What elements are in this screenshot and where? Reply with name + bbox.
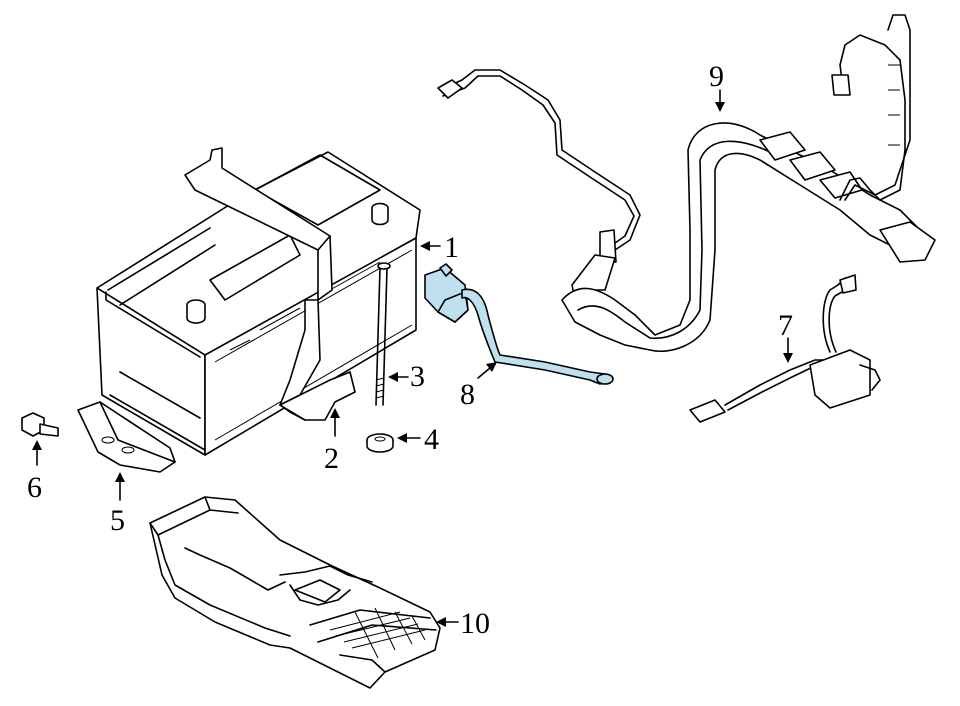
- part-6-bolt[interactable]: [21, 412, 59, 437]
- hold-down-bracket: [184, 147, 333, 406]
- callout-labels: 1 2 3 4 5 6 7 8 9 10: [27, 60, 793, 640]
- part-9-cable-harness[interactable]: [437, 14, 936, 352]
- part-3-hold-down-rod[interactable]: [375, 262, 391, 406]
- callout-9: 9: [709, 60, 724, 93]
- part-5-bracket[interactable]: [77, 401, 176, 473]
- callout-3: 3: [410, 360, 425, 393]
- callout-8: 8: [460, 378, 475, 411]
- part-4-nut[interactable]: [366, 433, 394, 453]
- callout-4: 4: [424, 423, 439, 456]
- part-10-battery-tray[interactable]: [149, 496, 441, 689]
- callout-5: 5: [110, 504, 125, 537]
- callout-2: 2: [324, 442, 339, 475]
- callout-10: 10: [460, 607, 490, 640]
- callout-7: 7: [778, 309, 793, 342]
- part-2-bracket[interactable]: [279, 371, 356, 421]
- callout-6: 6: [27, 471, 42, 504]
- callout-leaders: [32, 89, 793, 627]
- part-8-battery-sensor[interactable]: [424, 263, 614, 385]
- part-7-sensor-cable[interactable]: [689, 274, 881, 423]
- callout-1: 1: [444, 231, 459, 264]
